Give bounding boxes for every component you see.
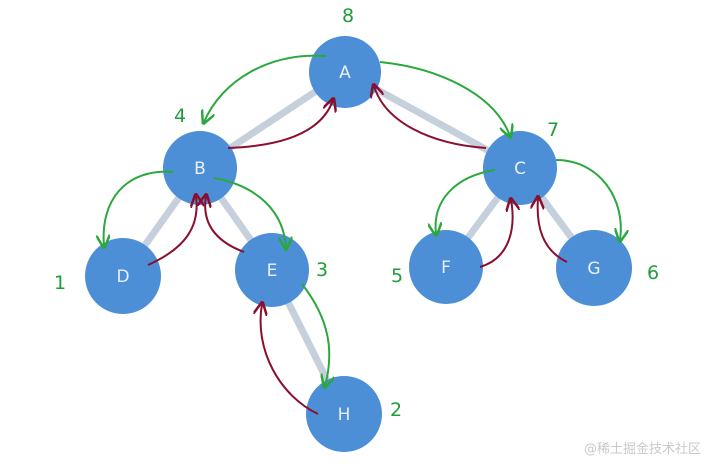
order-label-h: 2 [390,399,402,421]
return-arrow-b-a [227,100,333,149]
node-g: G [556,230,632,306]
node-f: F [409,230,483,304]
node-g-circle [556,230,632,306]
node-h: H [306,376,382,452]
order-label-f: 5 [391,265,403,287]
order-label-a: 8 [342,5,354,27]
return-arrow-g-c [538,198,568,263]
order-label-b: 4 [174,105,186,127]
node-e: E [235,233,309,307]
node-c: C [483,131,557,205]
return-arrows [147,86,568,415]
descend-arrow-a-b [204,54,327,122]
node-d: D [85,238,161,314]
order-label-g: 6 [647,262,659,284]
node-h-circle [306,376,382,452]
node-g-letter: G [587,259,600,279]
return-arrow-f-c [479,200,513,268]
node-a: A [309,36,381,108]
order-labels: 8 4 7 1 3 5 6 2 [54,5,659,421]
node-e-letter: E [267,261,278,281]
descend-arrow-b-e [213,177,286,248]
node-f-letter: F [441,258,451,278]
descend-arrow-a-c [379,61,510,136]
node-a-circle [309,36,381,108]
node-d-letter: D [116,267,129,287]
node-b-letter: B [194,159,206,179]
return-arrow-c-a [374,86,487,149]
node-b: B [163,131,237,205]
return-arrow-d-b [147,196,197,266]
order-label-d: 1 [54,272,66,294]
watermark: @稀土掘金技术社区 [583,442,701,457]
node-d-circle [85,238,161,314]
return-arrow-e-b [205,196,245,253]
descend-arrow-c-f [436,169,496,234]
descend-arrow-e-h [301,283,329,386]
node-c-circle [483,131,557,205]
tree-edges [119,68,598,418]
node-f-circle [409,230,483,304]
order-label-c: 7 [547,119,559,141]
return-arrow-h-e [261,304,319,415]
node-e-circle [235,233,309,307]
node-c-letter: C [514,159,526,179]
node-a-letter: A [339,63,351,83]
descend-arrow-c-g [555,159,621,240]
descend-arrows [104,54,621,386]
node-h-letter: H [338,405,351,425]
descend-arrow-b-d [104,170,175,246]
node-b-circle [163,131,237,205]
order-label-e: 3 [316,259,328,281]
